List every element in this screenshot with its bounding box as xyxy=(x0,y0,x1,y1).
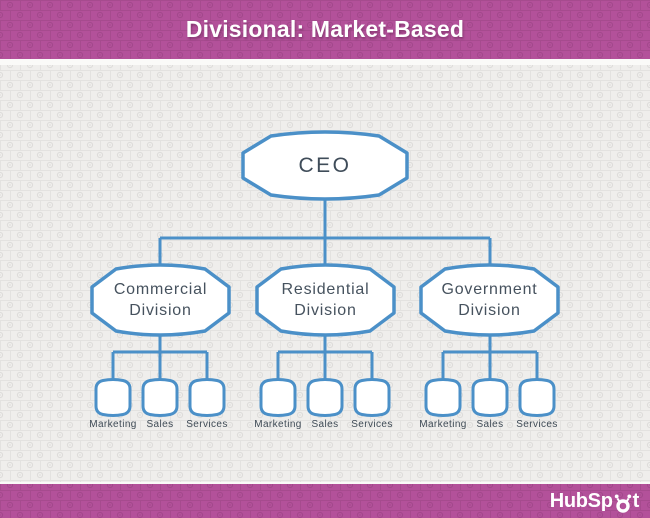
page-title: Divisional: Market-Based xyxy=(185,16,465,42)
child-node-shape xyxy=(518,378,556,417)
child-label-marketing: Marketing xyxy=(89,419,137,430)
child-node-shape xyxy=(471,378,509,417)
node-label-ceo: CEO xyxy=(298,153,352,177)
child-label-sales: Sales xyxy=(311,419,339,430)
child-label-sales: Sales xyxy=(476,419,504,430)
division-node-shape-government xyxy=(419,263,560,337)
division-name-line1: Commercial xyxy=(113,280,208,298)
child-label-services: Services xyxy=(351,419,393,430)
child-node-shape xyxy=(424,378,462,417)
node-label-commercial-division: Commercial Division xyxy=(92,265,229,335)
division-name-line1: Residential xyxy=(281,280,370,298)
hubspot-sprocket-icon xyxy=(614,494,631,513)
footer-band xyxy=(0,484,650,518)
division-name-line1: Government xyxy=(441,280,538,298)
child-label-marketing: Marketing xyxy=(254,419,302,430)
division-node-shape-residential xyxy=(255,263,396,337)
child-node-shape xyxy=(141,378,179,417)
hubspot-wordmark-suffix: t xyxy=(632,489,640,512)
ceo-node-shape xyxy=(241,130,409,201)
hubspot-wordmark-prefix: HubSp xyxy=(549,489,613,512)
header-divider xyxy=(0,59,650,65)
node-label-government-division: Government Division xyxy=(421,265,558,335)
child-label-services: Services xyxy=(186,419,228,430)
child-node-shape xyxy=(306,378,344,417)
child-label-marketing: Marketing xyxy=(419,419,467,430)
child-label-services: Services xyxy=(516,419,558,430)
node-label-residential-division: Residential Division xyxy=(257,265,394,335)
child-node-shapes xyxy=(94,378,556,417)
hubspot-logo: HubSp t xyxy=(550,487,639,515)
division-node-shape-commercial xyxy=(90,263,231,337)
child-node-shape xyxy=(353,378,391,417)
division-name-line2: Division xyxy=(129,302,192,319)
child-node-shape xyxy=(94,378,132,417)
org-chart-connectors xyxy=(111,195,539,384)
footer-divider xyxy=(0,482,650,484)
child-node-shape xyxy=(188,378,226,417)
division-name-line2: Division xyxy=(294,302,357,319)
child-label-sales: Sales xyxy=(146,419,174,430)
header-band xyxy=(0,0,650,59)
division-name-line2: Division xyxy=(458,302,521,319)
child-node-shape xyxy=(259,378,297,417)
